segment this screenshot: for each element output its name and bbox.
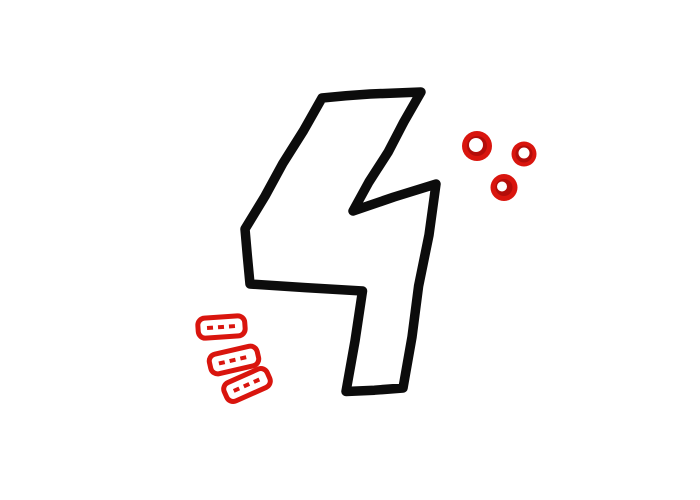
- dot-hole: [497, 181, 507, 192]
- dot-hole: [518, 147, 530, 159]
- dash-inner-ticks: [218, 354, 250, 366]
- confetti-dot-small: [511, 141, 537, 167]
- confetti-dot-medium: [490, 174, 518, 201]
- dash-outline: [206, 343, 262, 377]
- dot-hole: [469, 138, 483, 152]
- confetti-dashes-group: [195, 313, 273, 404]
- confetti-dash-middle: [206, 343, 262, 377]
- confetti-dots-group: [462, 131, 537, 201]
- confetti-dot-large: [462, 131, 492, 161]
- dash-outline: [195, 313, 248, 341]
- confetti-dash-top: [195, 313, 248, 341]
- dash-inner-ticks: [232, 377, 262, 393]
- confetti-dash-bottom: [221, 366, 273, 404]
- numeral-4-outline: [240, 87, 441, 397]
- dash-outline: [221, 366, 273, 404]
- dash-inner-ticks: [206, 323, 237, 331]
